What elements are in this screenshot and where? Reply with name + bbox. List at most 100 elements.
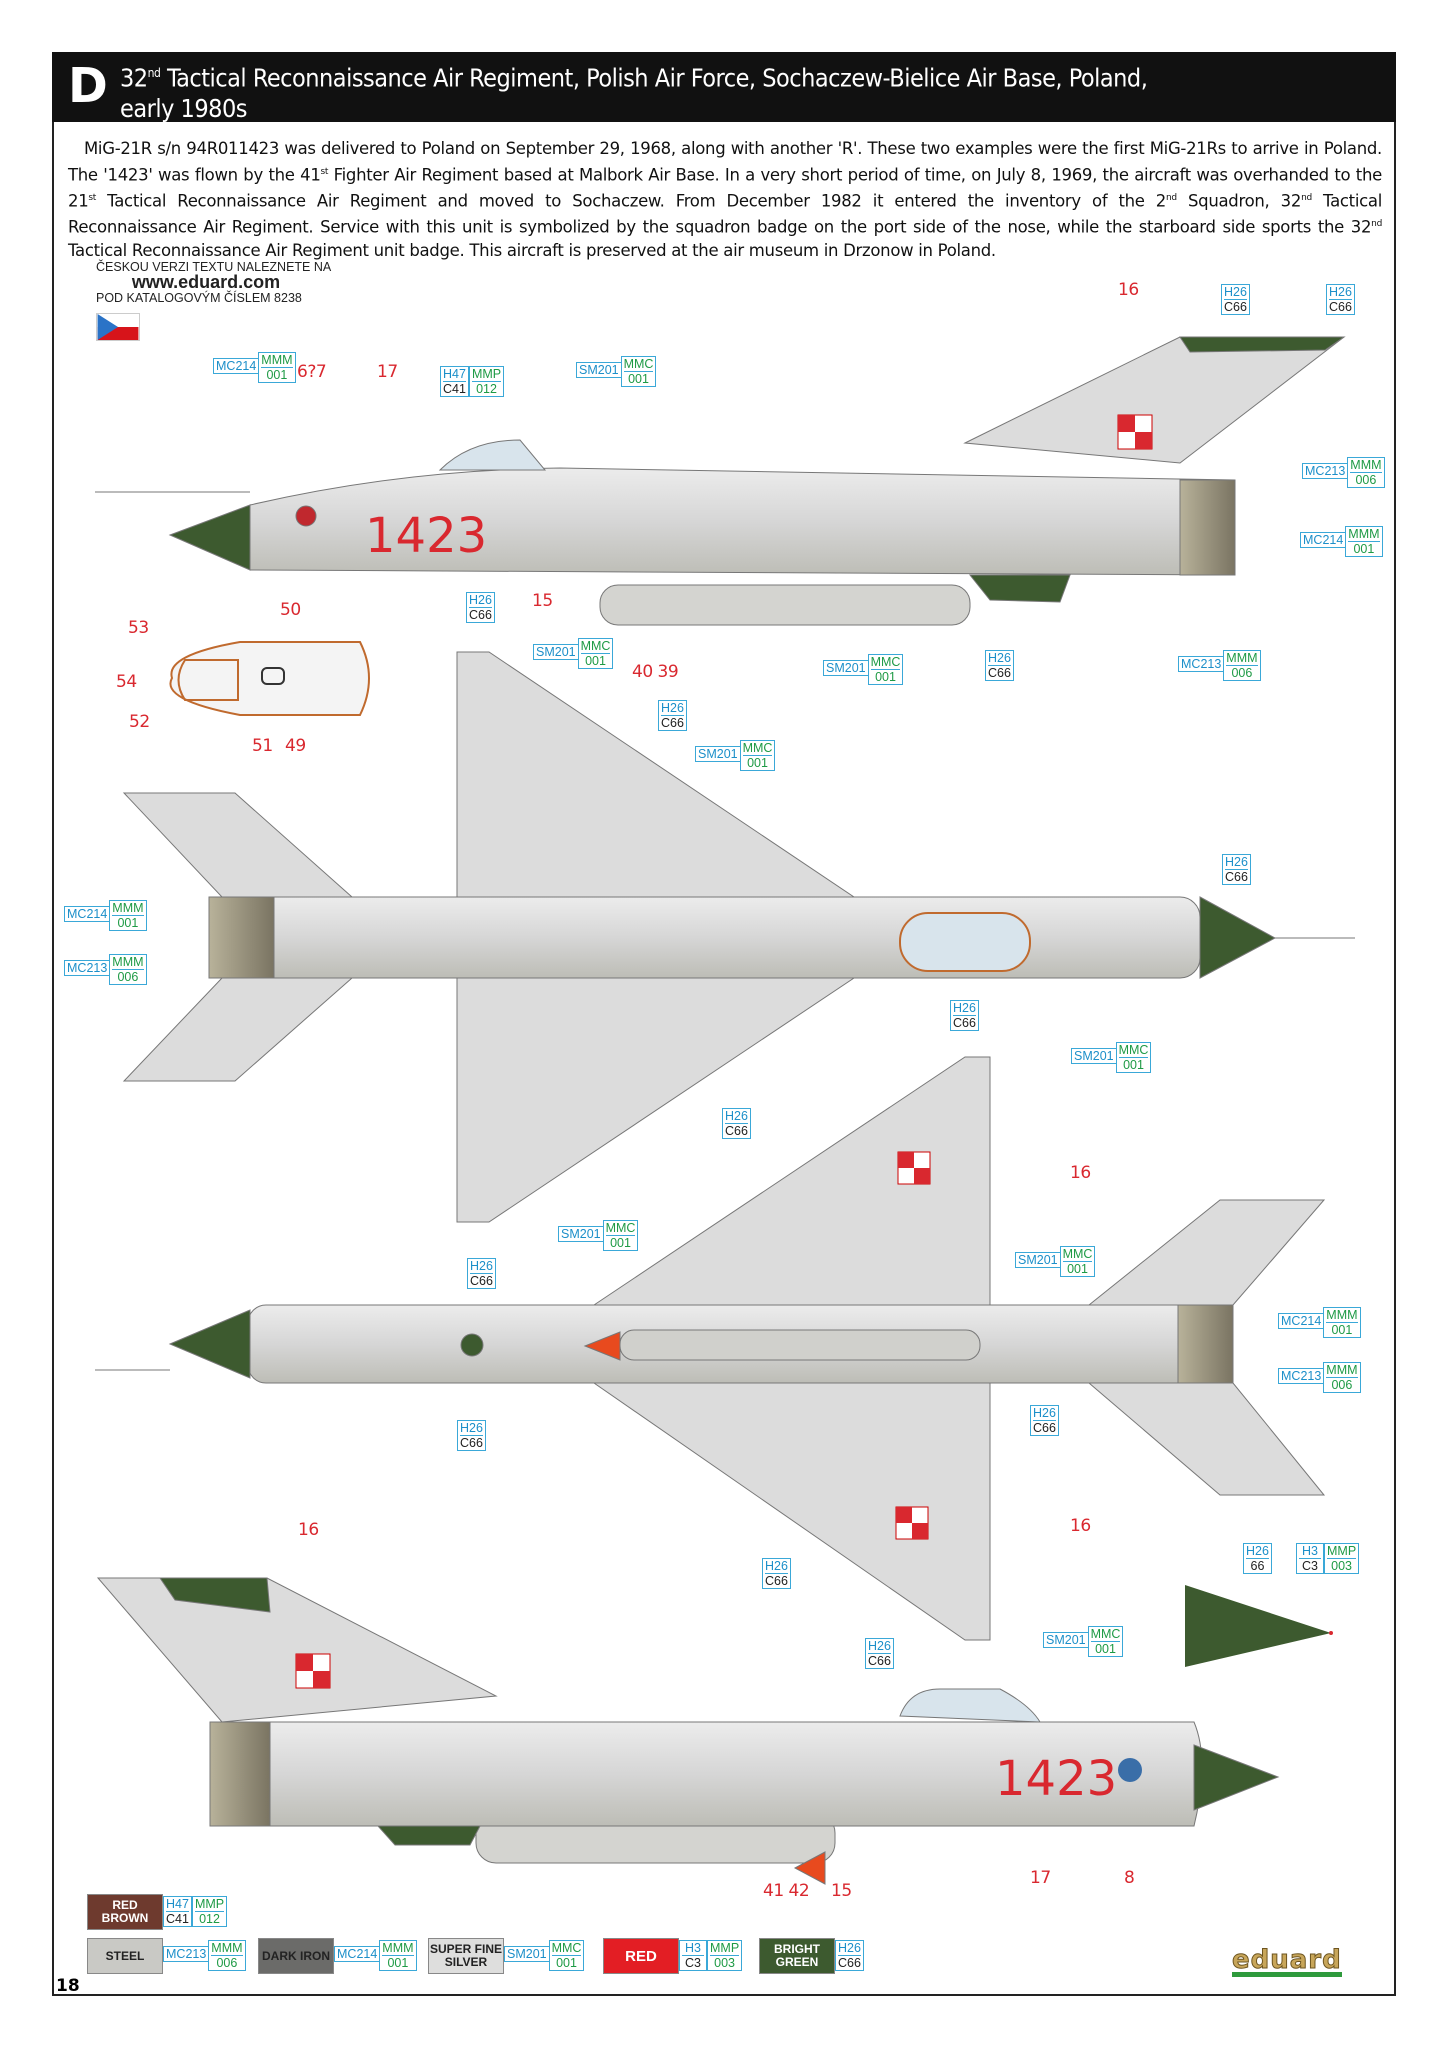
text: Squadron, 32 — [1176, 191, 1302, 210]
paint-code: H26 — [1225, 855, 1248, 870]
paint-code: 001 — [628, 372, 649, 386]
sup: nd — [1301, 192, 1312, 203]
paint-code: SM201 — [536, 645, 576, 659]
paint-code: 001 — [747, 756, 768, 770]
roundel-checker-icon — [295, 1653, 331, 1689]
title-text: Tactical Reconnaissance Air Regiment, Po… — [160, 63, 1148, 93]
paint-code: MMM — [1326, 1308, 1358, 1323]
paint-code: H26 — [1329, 285, 1352, 300]
paint-code: MMM — [261, 353, 293, 368]
paint-code: H26 — [868, 1639, 891, 1654]
paint-code: H26 — [661, 701, 684, 716]
paint-code: MC213 — [166, 1947, 207, 1961]
sup: st — [88, 192, 97, 203]
top-view — [122, 651, 1355, 1223]
paint-code: C66 — [988, 666, 1011, 680]
paint-code: MMM — [1326, 1363, 1358, 1378]
paint-code: 66 — [1250, 1559, 1265, 1573]
paint-code: MMC — [870, 655, 901, 670]
paint-code: MMP — [710, 1941, 740, 1956]
paint-code: MMM — [211, 1941, 243, 1956]
paint-code: 001 — [266, 368, 288, 382]
paint-code: H47 — [166, 1897, 189, 1912]
marking-number: 15 — [831, 1881, 852, 1901]
paint-code: MMP — [1327, 1544, 1357, 1559]
title-text: early 1980s — [120, 94, 248, 124]
color-swatch: RED — [603, 1938, 679, 1974]
paint-code: MMM — [382, 1941, 414, 1956]
paint-code: 003 — [1331, 1559, 1353, 1573]
marking-number: 52 — [129, 712, 150, 732]
marking-number: 16 — [1070, 1516, 1091, 1536]
paint-code: 001 — [387, 1956, 409, 1970]
paint-code: MMC — [551, 1941, 582, 1956]
paint-code: SM201 — [826, 661, 866, 675]
marking-number: 53 — [128, 618, 149, 638]
marking-number: 17 — [1030, 1868, 1051, 1888]
marking-number: 51 — [252, 736, 273, 756]
sup: st — [320, 166, 329, 177]
marking-number: 40 39 — [632, 662, 679, 682]
paint-code: H26 — [460, 1421, 483, 1436]
paint-code: H26 — [953, 1001, 976, 1016]
intake-detail — [169, 641, 370, 716]
color-swatch: SUPER FINE SILVER — [428, 1938, 504, 1974]
marking-number: 17 — [377, 362, 398, 382]
paint-code: MC214 — [67, 907, 108, 921]
starboard-side-view — [96, 1577, 1280, 1885]
paint-code: H26 — [988, 651, 1011, 666]
text: Tactical Reconnaissance Air Regiment and… — [96, 191, 1167, 210]
paint-code: H3 — [682, 1941, 704, 1956]
paint-code: 001 — [1331, 1323, 1353, 1337]
paint-code: SM201 — [561, 1227, 601, 1241]
paint-code: H26 — [725, 1109, 748, 1124]
paint-code: MMM — [112, 955, 144, 970]
paint-code: C66 — [469, 608, 492, 622]
title-text: 32 — [120, 63, 148, 93]
marking-number: 41 42 — [763, 1881, 810, 1901]
paint-code: C41 — [443, 382, 466, 396]
paint-code: MMC — [580, 639, 611, 654]
website-link[interactable]: www.eduard.com — [131, 272, 281, 292]
marking-number: 6?7 — [297, 362, 327, 382]
paint-code: MMC — [605, 1221, 636, 1236]
paint-code: H26 — [469, 593, 492, 608]
paint-code: H26 — [470, 1259, 493, 1274]
paint-code: SM201 — [579, 363, 619, 377]
czech-note: ČESKOU VERZI TEXTU NALEZNETE NA www.edua… — [96, 260, 331, 305]
text: Fighter Air Regiment based at Malbork Ai… — [68, 165, 1382, 210]
paint-code: MMC — [1062, 1247, 1093, 1262]
paint-code: MMP — [194, 1897, 225, 1912]
paint-code: SM201 — [507, 1947, 547, 1961]
unit-badge-icon — [1118, 1758, 1142, 1782]
paint-code: C66 — [838, 1956, 861, 1970]
paint-code: 006 — [1355, 473, 1377, 487]
paint-code: 006 — [1231, 666, 1253, 680]
paint-code: 006 — [117, 970, 139, 984]
history-paragraph: MiG-21R s/n 94R011423 was delivered to P… — [68, 137, 1382, 262]
paint-code: MMC — [623, 357, 654, 372]
paint-code: MMP — [471, 367, 502, 382]
paint-code: C66 — [661, 716, 684, 730]
paint-code: MMM — [1226, 651, 1258, 666]
paint-code: SM201 — [698, 747, 738, 761]
